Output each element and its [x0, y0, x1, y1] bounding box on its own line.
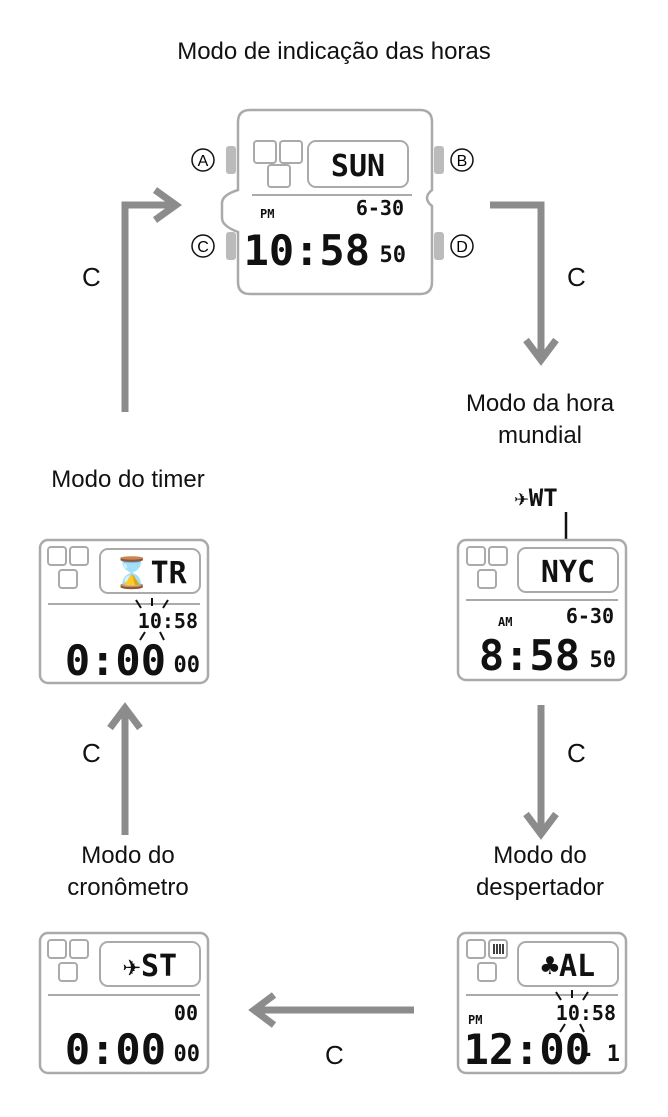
timer-current-time: 10:58: [138, 609, 198, 633]
button-d-label: D: [450, 234, 474, 258]
world-time-label-line1: Modo da hora: [465, 390, 615, 417]
arrow-timer-to-timekeeping: [121, 187, 183, 412]
date-display: 6-30: [356, 196, 404, 220]
alarm-watch: ♣AL PM 10:58 12:00 - 1: [456, 931, 628, 1075]
day-display: SUN: [331, 149, 385, 184]
alarm-mode-label: Modo do despertador: [430, 840, 650, 904]
timer-watch: ⌛TR 10:58 0:00 00: [38, 538, 210, 685]
stopwatch-mode-label: Modo do cronômetro: [18, 840, 238, 904]
wt-time: 8:58: [479, 631, 580, 680]
arrow-stopwatch-to-timer: [107, 702, 143, 835]
button-b[interactable]: [434, 146, 444, 174]
alarm-current-time: 10:58: [556, 1001, 616, 1025]
wt-indicator: ✈WT: [514, 484, 557, 512]
button-c[interactable]: [226, 232, 236, 260]
button-a-label: A: [191, 148, 215, 172]
alarm-on-icon: [493, 944, 504, 954]
timer-fraction: 00: [174, 653, 201, 678]
stopwatch-fraction: 00: [174, 1042, 201, 1067]
svg-text:A: A: [198, 153, 209, 170]
stopwatch-time: 0:00: [65, 1025, 166, 1074]
svg-text:B: B: [457, 153, 468, 170]
transition-label-left-up: C: [82, 262, 101, 292]
world-time-watch: ✈WT NYC AM 6-30 8:58 50: [456, 484, 628, 682]
timer-mode-label: Modo do timer: [51, 466, 205, 493]
stopwatch-label-line1: Modo do: [81, 842, 175, 869]
timekeeping-watch: A C B D SUN PM 6-30 10:58 50: [191, 108, 474, 296]
transition-label-left-up-2: C: [82, 738, 101, 768]
alarm-number: - 1: [580, 1042, 620, 1067]
flash-icon: [135, 598, 169, 641]
alarm-time: 12:00: [464, 1025, 590, 1074]
alarm-label-line1: Modo do: [493, 842, 587, 869]
transition-label-right-down: C: [567, 262, 586, 292]
arrow-alarm-to-stopwatch: [248, 992, 414, 1028]
transition-label-right-down-2: C: [567, 738, 586, 768]
button-c-label: C: [191, 234, 215, 258]
flash-icon: [555, 990, 589, 1033]
world-time-mode-label: Modo da hora mundial: [430, 388, 650, 452]
world-time-label-line2: mundial: [497, 422, 583, 449]
timer-title: ⌛TR: [113, 555, 187, 591]
button-a[interactable]: [226, 146, 236, 174]
timekeeping-mode-label: Modo de indicação das horas: [177, 38, 491, 65]
transition-label-bottom-left: C: [325, 1040, 344, 1070]
button-b-label: B: [450, 148, 474, 172]
ampm-indicator: PM: [260, 207, 274, 221]
timer-time: 0:00: [65, 636, 166, 685]
button-d[interactable]: [434, 232, 444, 260]
wt-ampm: AM: [498, 615, 512, 629]
stopwatch-label-line2: cronômetro: [67, 874, 189, 901]
stopwatch-split: 00: [174, 1001, 198, 1025]
alarm-ampm: PM: [468, 1013, 482, 1027]
wt-seconds: 50: [590, 648, 617, 673]
alarm-title: ♣AL: [541, 949, 595, 984]
wt-date: 6-30: [566, 604, 614, 628]
alarm-label-line2: despertador: [475, 874, 605, 901]
stopwatch-watch: ✈ST 00 0:00 00: [38, 931, 210, 1075]
svg-text:C: C: [197, 239, 209, 256]
time-display: 10:58: [244, 226, 370, 275]
wt-city: NYC: [541, 555, 595, 590]
svg-text:D: D: [456, 239, 468, 256]
stopwatch-title: ✈ST: [123, 949, 177, 984]
seconds-display: 50: [380, 243, 407, 268]
arrow-timekeeping-to-worldtime: [490, 201, 559, 366]
arrow-worldtime-to-alarm: [523, 705, 559, 840]
